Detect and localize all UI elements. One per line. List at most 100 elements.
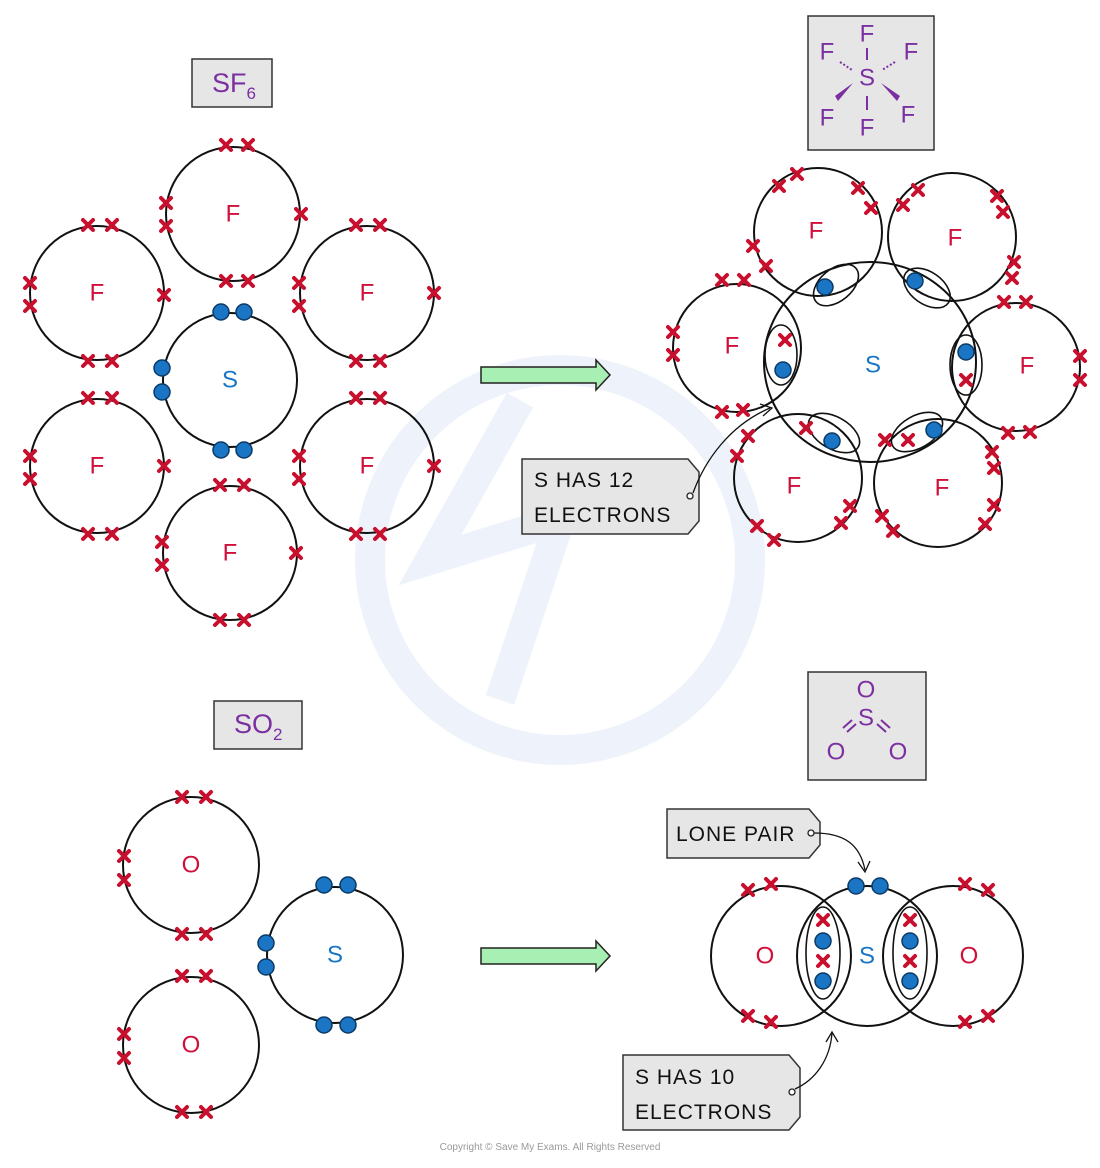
electron-cross: [985, 445, 999, 459]
copyright-notice: Copyright © Save My Exams. All Rights Re…: [439, 1142, 661, 1153]
fluorine-atom: [887, 172, 1017, 302]
electron-cross: [23, 472, 37, 486]
electron-cross: [23, 299, 37, 313]
fluorine-atom: [733, 413, 863, 543]
electron-cross: [750, 519, 764, 533]
sulfur-atom: [266, 886, 404, 1024]
electron-cross: [666, 348, 680, 362]
so2-sulfur-electrons: [257, 876, 357, 1034]
structure-atom-f: F: [860, 115, 875, 142]
electron-cross: [903, 954, 917, 968]
electron-cross: [155, 558, 169, 572]
structure-atom-o: O: [827, 739, 846, 766]
electron-cross: [292, 472, 306, 486]
so2-formula-subscript: 2: [273, 725, 282, 744]
electron-cross: [289, 546, 303, 560]
electron-cross: [737, 273, 751, 287]
fluorine-atom: [672, 283, 802, 413]
sf6-reactant-atoms: F F F S F F F: [23, 138, 441, 627]
structure-atom-s: S: [858, 705, 874, 732]
reaction-arrow: [480, 358, 612, 392]
structure-atom-f: F: [820, 105, 835, 132]
electron-cross: [981, 883, 995, 897]
so2-annotation-line-2: ELECTRONS: [635, 1101, 772, 1124]
so2-annotation-line-1: S HAS 10: [635, 1066, 735, 1089]
electron-cross: [990, 189, 1004, 203]
atom-label-f: F: [226, 201, 241, 228]
sf6-shared-dots: [774, 272, 975, 450]
electron-cross: [105, 527, 119, 541]
electron-cross: [997, 295, 1011, 309]
electron-cross: [373, 218, 387, 232]
electron-cross: [959, 373, 973, 387]
electron-cross: [903, 913, 917, 927]
electron-cross: [981, 1009, 995, 1023]
electron-cross: [767, 533, 781, 547]
electron-cross: [978, 517, 992, 531]
electron-cross: [199, 1105, 213, 1119]
electron-cross: [292, 449, 306, 463]
electron-cross: [349, 527, 363, 541]
electron-cross: [159, 196, 173, 210]
electron-cross: [175, 790, 189, 804]
electron-cross: [1001, 426, 1015, 440]
electron-cross: [117, 1027, 131, 1041]
electron-cross: [23, 276, 37, 290]
atom-label-f: F: [360, 280, 375, 307]
electron-cross: [1023, 425, 1037, 439]
atom-label-f: F: [787, 473, 802, 500]
electron-cross: [958, 1015, 972, 1029]
electron-cross: [875, 509, 889, 523]
electron-cross: [219, 138, 233, 152]
sulfur-atom: [162, 312, 298, 448]
electron-cross: [878, 433, 892, 447]
electron-cross: [730, 449, 744, 463]
svg-text:SO2: SO2: [234, 709, 282, 744]
electron-cross: [715, 405, 729, 419]
lone-pair-tag: LONE PAIR: [666, 808, 871, 874]
electron-cross: [105, 354, 119, 368]
atom-label-s: S: [222, 367, 238, 394]
electron-cross: [1005, 271, 1019, 285]
so2-shared-dots: [814, 877, 919, 990]
sf6-electron-count-tag: S HAS 12 ELECTRONS: [521, 403, 774, 535]
electron-cross: [778, 333, 792, 347]
electron-cross: [996, 205, 1010, 219]
electron-cross: [799, 421, 813, 435]
atom-label-f: F: [90, 280, 105, 307]
electron-cross: [199, 969, 213, 983]
electron-cross: [851, 181, 865, 195]
electron-cross: [105, 391, 119, 405]
sf6-sulfur-electrons: [153, 303, 253, 459]
electron-cross: [816, 913, 830, 927]
sf6-formula-main: SF: [212, 68, 247, 98]
reaction-arrow: [480, 939, 612, 973]
electron-cross: [911, 183, 925, 197]
electron-cross: [901, 433, 915, 447]
electron-cross: [373, 391, 387, 405]
structure-atom-f: F: [901, 102, 916, 129]
sf6-formula-subscript: 6: [247, 84, 256, 103]
so2-formula-box: SO2: [213, 700, 303, 750]
electron-cross: [987, 498, 1001, 512]
electron-cross: [843, 499, 857, 513]
fluorine-atom: [951, 302, 1081, 432]
electron-cross: [764, 1015, 778, 1029]
electron-cross: [666, 325, 680, 339]
electron-cross: [772, 179, 786, 193]
electron-cross: [746, 239, 760, 253]
so2-formula-main: SO: [234, 709, 273, 739]
oxygen-atom: [122, 796, 260, 934]
electron-cross: [741, 429, 755, 443]
electron-cross: [373, 527, 387, 541]
atom-label-f: F: [809, 218, 824, 245]
so2-product-oxygen-electrons: [741, 877, 995, 1029]
sf6-structure-box: S F F F F F F: [807, 15, 935, 151]
oxygen-atom: [122, 976, 260, 1114]
electron-cross: [816, 954, 830, 968]
electron-cross: [958, 877, 972, 891]
oxygen-atom: [710, 885, 852, 1027]
atom-label-f: F: [725, 333, 740, 360]
electron-cross: [213, 613, 227, 627]
